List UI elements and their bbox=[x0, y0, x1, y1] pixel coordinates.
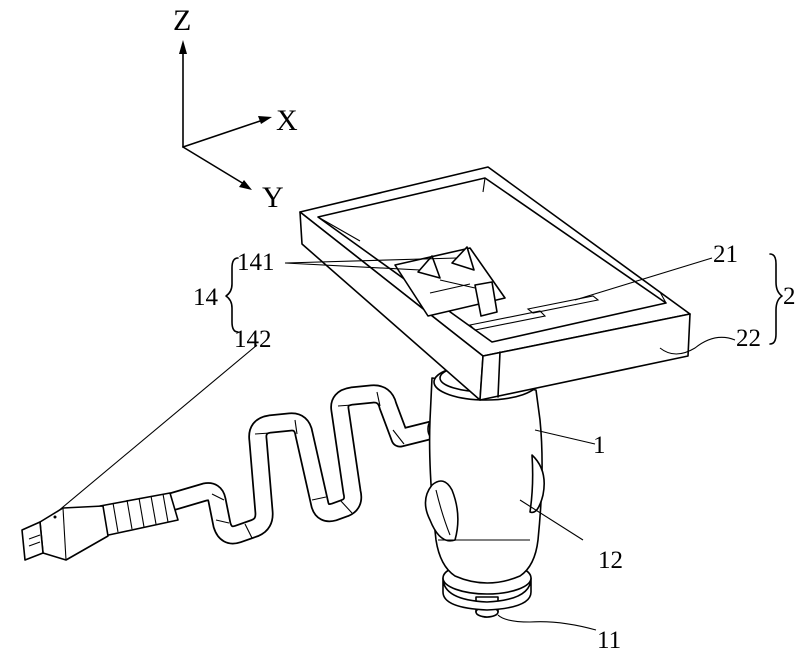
x-axis-label: X bbox=[276, 104, 298, 137]
label-141: 141 bbox=[237, 249, 275, 276]
axis-triad: Z X Y bbox=[173, 4, 298, 214]
charger-body bbox=[425, 364, 544, 617]
leader-11 bbox=[498, 615, 596, 630]
leader-1 bbox=[535, 430, 595, 444]
label-11: 11 bbox=[597, 627, 621, 654]
label-22: 22 bbox=[736, 325, 761, 352]
leader-142 bbox=[57, 345, 257, 512]
label-12: 12 bbox=[598, 547, 623, 574]
x-axis-line bbox=[183, 120, 263, 147]
label-14: 14 bbox=[193, 284, 219, 311]
label-142: 142 bbox=[234, 326, 272, 353]
holder-tray bbox=[300, 167, 690, 400]
label-2: 2 bbox=[783, 283, 796, 310]
y-axis-line bbox=[183, 147, 244, 184]
label-1: 1 bbox=[593, 432, 606, 459]
y-axis-label: Y bbox=[262, 181, 284, 214]
x-axis-arrow bbox=[258, 116, 272, 124]
label-21: 21 bbox=[713, 241, 738, 268]
brace-2 bbox=[770, 254, 782, 344]
usb-plug bbox=[22, 493, 178, 560]
z-axis-arrow bbox=[179, 40, 187, 54]
z-axis-label: Z bbox=[173, 4, 191, 37]
